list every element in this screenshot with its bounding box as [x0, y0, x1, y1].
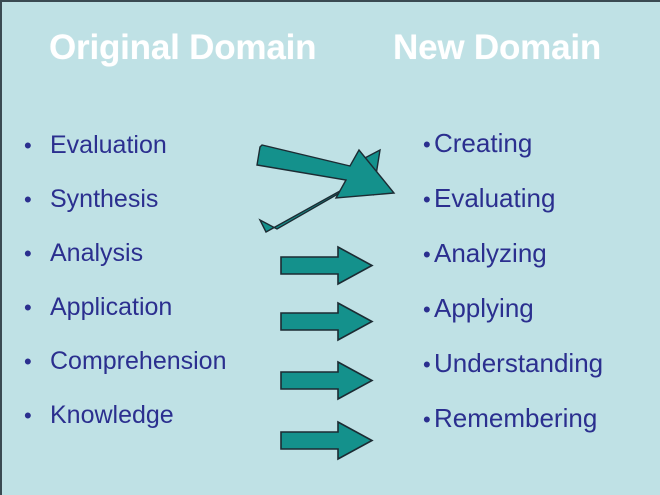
list-item: • Evaluating [423, 185, 658, 240]
arrow-icon-comprehension-to-understanding [280, 360, 374, 401]
list-item: • Synthesis [24, 187, 274, 241]
list-item: • Comprehension [24, 349, 274, 403]
arrow-icon-analysis-to-analyzing [280, 245, 374, 286]
bullet-icon: • [423, 297, 431, 322]
list-item-label: Evaluating [434, 183, 556, 213]
list-item-label: Synthesis [50, 185, 159, 213]
list-item: • Understanding [423, 350, 658, 405]
page-title-original-domain: Original Domain [49, 28, 317, 67]
list-item-label: Creating [434, 128, 533, 158]
arrow-icon-knowledge-to-remembering [280, 420, 374, 461]
bullet-icon: • [423, 407, 431, 432]
arrow-icon-synthesis-to-creating [258, 148, 381, 233]
list-item: • Application [24, 295, 274, 349]
list-item: • Evaluation [24, 133, 274, 187]
list-item-label: Remembering [434, 403, 598, 433]
bullet-icon: • [423, 187, 431, 212]
original-domain-list: • Evaluation • Synthesis • Analysis • Ap… [24, 133, 274, 457]
list-item: • Applying [423, 295, 658, 350]
list-item: • Knowledge [24, 403, 274, 457]
bullet-icon: • [24, 241, 32, 266]
list-item: • Analysis [24, 241, 274, 295]
list-item-label: Evaluation [50, 131, 167, 159]
list-item-label: Applying [434, 293, 534, 323]
new-domain-list: • Creating • Evaluating • Analyzing • Ap… [423, 130, 658, 460]
list-item-label: Application [50, 293, 173, 321]
bullet-icon: • [24, 133, 32, 158]
list-item-label: Understanding [434, 348, 604, 378]
page-title-new-domain: New Domain [393, 28, 602, 67]
bullet-icon: • [24, 403, 32, 428]
arrow-icon-evaluation-to-evaluating [256, 144, 396, 199]
list-item-label: Analyzing [434, 238, 547, 268]
bullet-icon: • [24, 349, 32, 374]
list-item: • Analyzing [423, 240, 658, 295]
list-item: • Creating [423, 130, 658, 185]
bullet-icon: • [423, 242, 431, 267]
list-item-label: Comprehension [50, 347, 227, 375]
bullet-icon: • [423, 132, 431, 157]
arrow-icon-application-to-applying [280, 301, 374, 342]
bullet-icon: • [24, 187, 32, 212]
list-item: • Remembering [423, 405, 658, 460]
bullet-icon: • [423, 352, 431, 377]
list-item-label: Analysis [50, 239, 144, 267]
bullet-icon: • [24, 295, 32, 320]
list-item-label: Knowledge [50, 401, 174, 429]
